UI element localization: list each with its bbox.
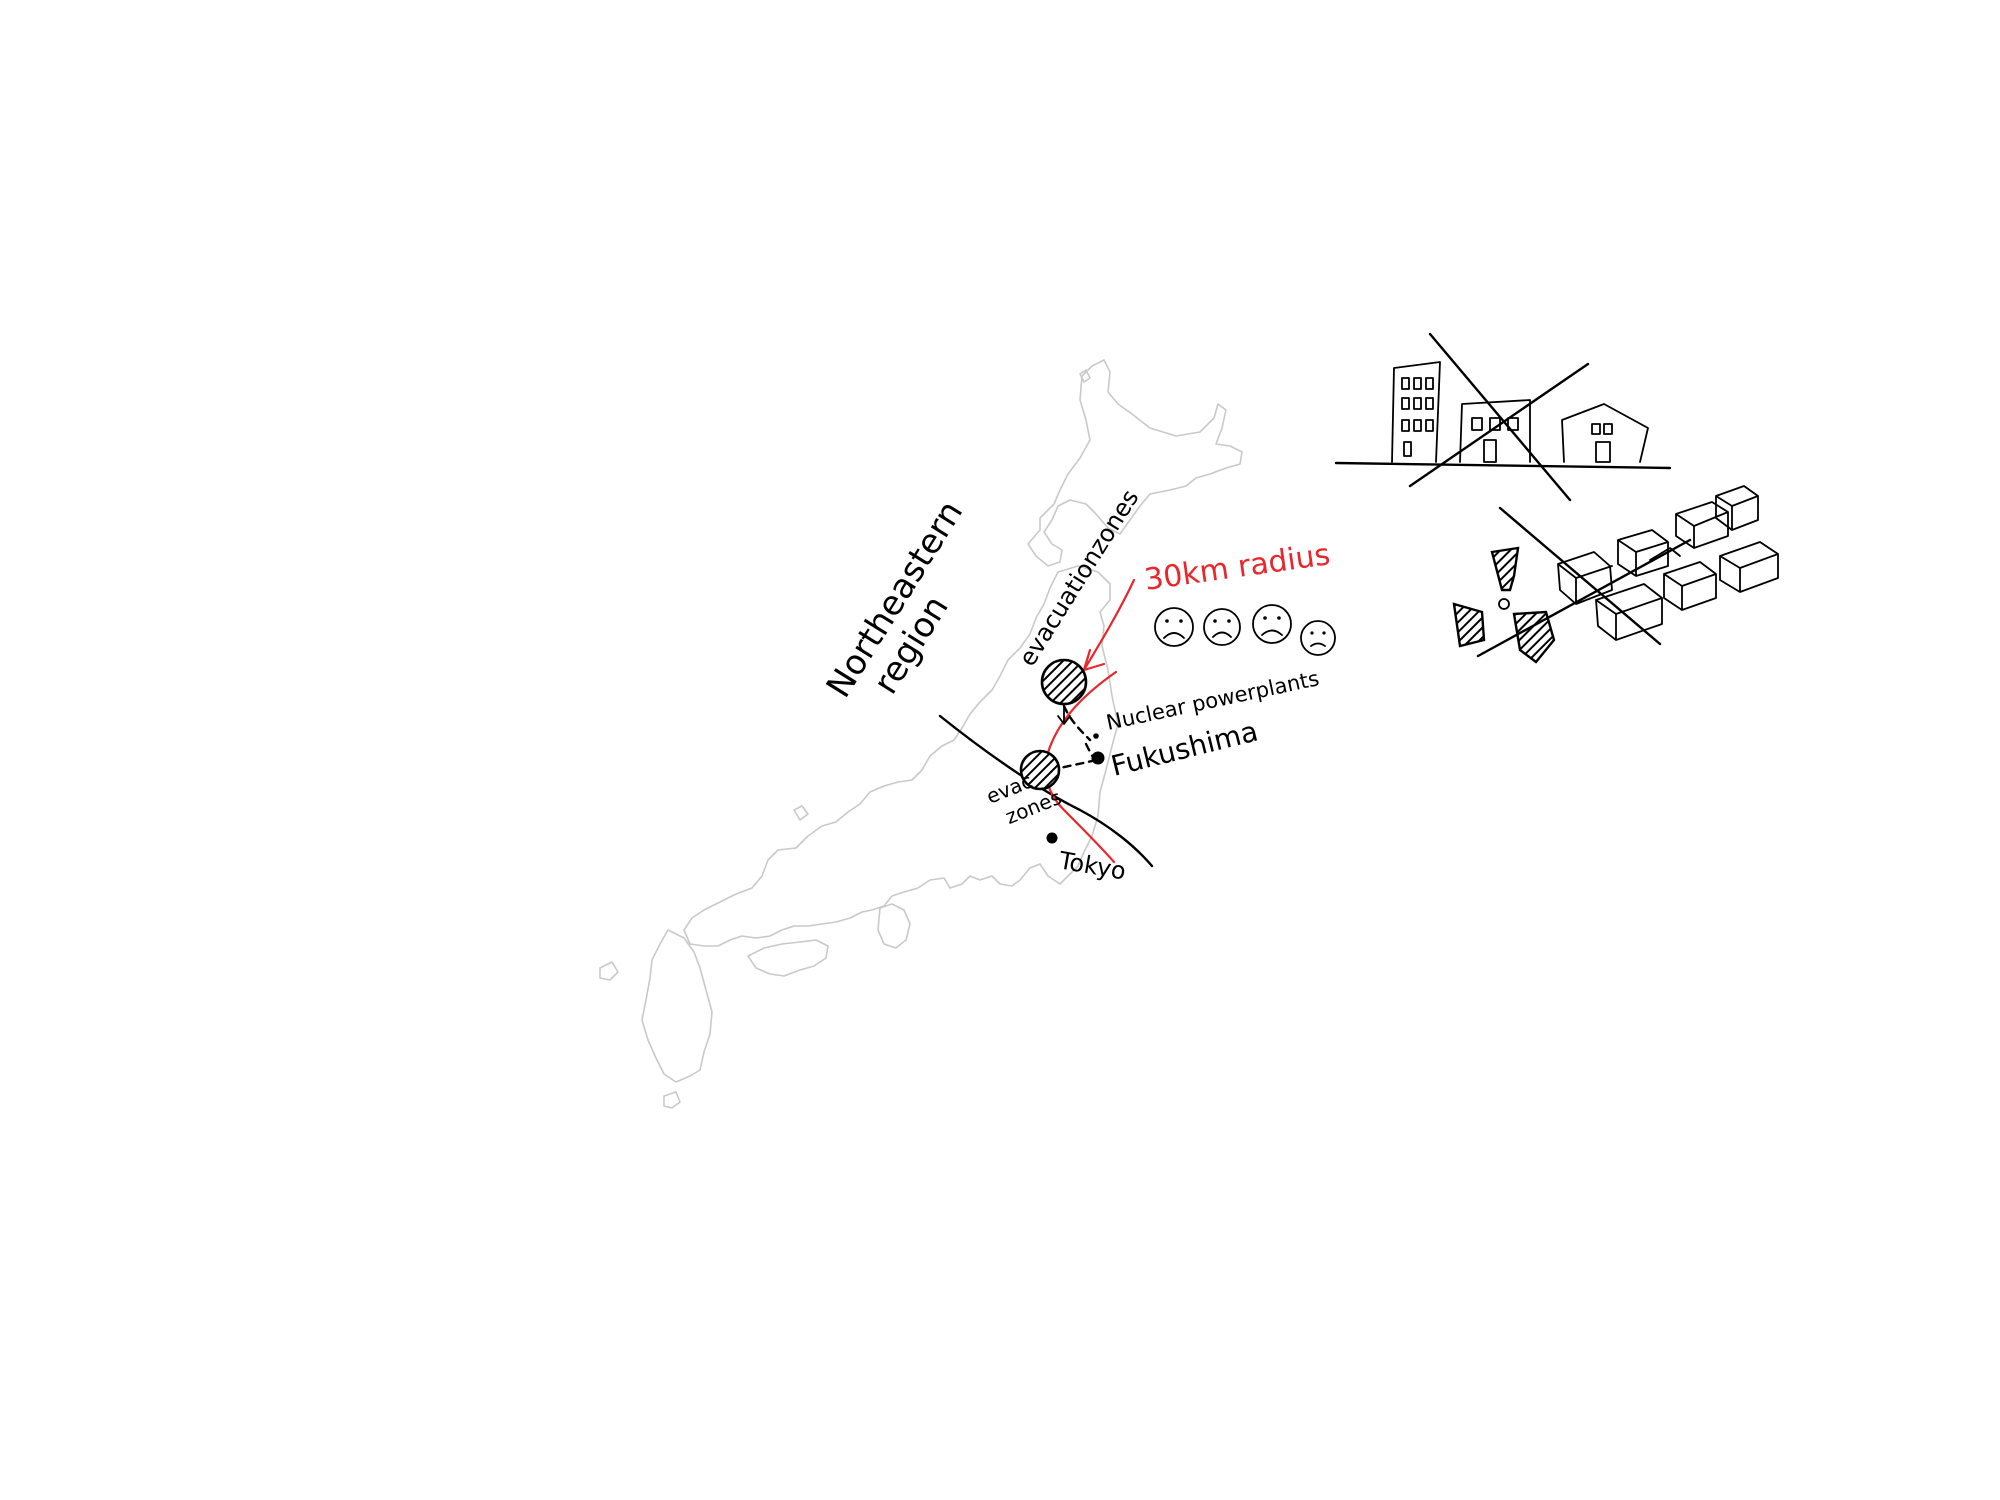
sad-face-icon: [1154, 607, 1194, 647]
hokkaido-outline: [1027, 359, 1243, 567]
sad-face-icon: [1252, 604, 1292, 644]
evacuation-zone-south-marker: [1019, 749, 1061, 791]
evac-north-arrow: [1057, 705, 1071, 725]
radius-label: 30km radius: [1142, 537, 1332, 598]
tokyo-label: Tokyo: [1056, 846, 1128, 885]
radius-arrow-head: [1082, 648, 1106, 672]
sad-face-icon: [1300, 620, 1336, 656]
sad-face-icon: [1203, 608, 1241, 646]
radius-arrow: [1082, 578, 1136, 672]
shikoku-outline: [747, 939, 829, 977]
destroyed-houses-icon: [1476, 485, 1779, 658]
small-island-outline-2: [663, 1091, 681, 1109]
dashed-connector-south: [1058, 758, 1098, 770]
kii-peninsula-outline: [877, 903, 911, 949]
sad-faces-group: [1154, 604, 1336, 656]
radiation-icon: [1452, 546, 1556, 664]
kyushu-outline: [641, 929, 713, 1083]
honshu-outline: [683, 565, 1119, 947]
fault-line: [938, 714, 1154, 868]
sado-island-outline: [793, 805, 809, 821]
collapsed-building-icon: [1334, 332, 1672, 502]
fukushima-plant-marker: [1091, 751, 1105, 765]
evacuation-zones-north-label: evacuationzones: [1013, 485, 1144, 672]
evacuation-zone-north-marker: [1040, 658, 1088, 706]
japan-outline: [599, 359, 1243, 1109]
small-island-outline: [599, 961, 619, 981]
small-island-outline-3: [1079, 369, 1091, 383]
region-label: Northeastern region: [819, 485, 1009, 725]
tokyo-marker: [1046, 832, 1058, 844]
nuclear-plant-marker: [1093, 733, 1099, 739]
